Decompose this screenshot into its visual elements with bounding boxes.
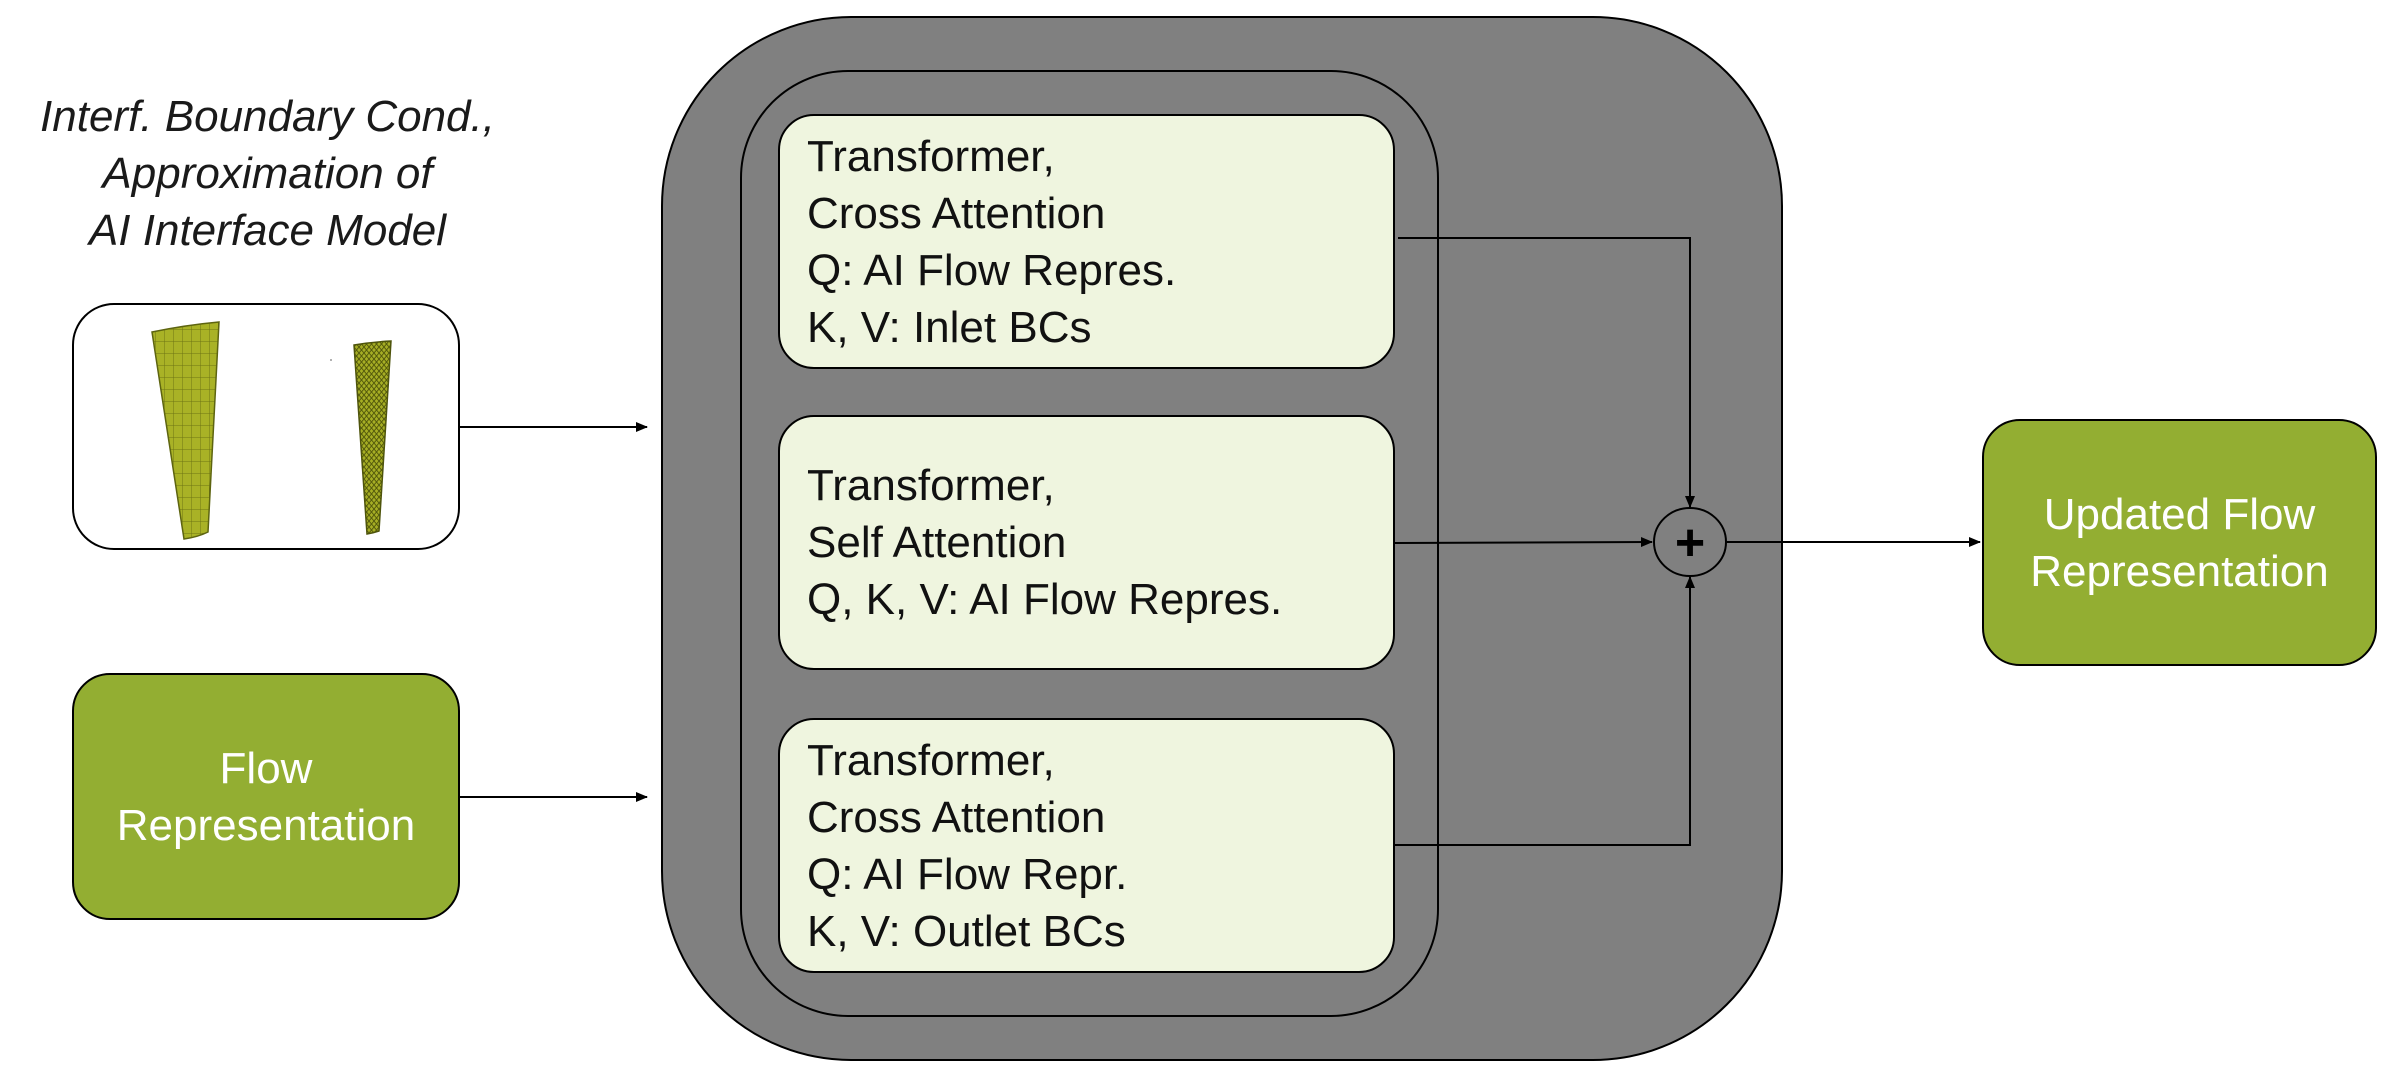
transformer-2-line-1: Transformer,	[807, 461, 1055, 510]
caption-line-3: AI Interface Model	[88, 206, 447, 255]
caption-line-2: Approximation of	[102, 149, 433, 198]
transformer-2-line-2: Self Attention	[807, 518, 1067, 567]
transformer-2-line-3: Q, K, V: AI Flow Repres.	[807, 575, 1283, 624]
updated-flow-line-2: Representation	[2030, 546, 2329, 596]
interface-mesh-image	[72, 303, 460, 550]
updated-flow-line-1: Updated Flow	[2043, 489, 2316, 539]
transformer-3-line-2: Cross Attention	[807, 792, 1106, 842]
cross-inlet-to-sum-arrow	[1398, 237, 1695, 508]
transformer-1-line-2: Cross Attention	[807, 188, 1106, 238]
transformer-cross-attention-inlet: Transformer, Cross Attention Q: AI Flow …	[778, 114, 1395, 369]
self-to-sum-arrow	[1394, 537, 1653, 548]
transformer-3-line-3: Q: AI Flow Repr.	[807, 849, 1128, 899]
flow-representation-box: Flow Representation	[72, 673, 460, 920]
flow-representation-line-2: Representation	[116, 800, 416, 850]
transformer-1-line-3: Q: AI Flow Repres.	[807, 245, 1177, 295]
transformer-self-attention: Transformer, Self Attention Q, K, V: AI …	[778, 415, 1395, 670]
transformer-1-line-4: K, V: Inlet BCs	[807, 302, 1092, 352]
cross-outlet-to-sum-arrow	[1395, 576, 1695, 846]
sum-node: +	[1653, 507, 1727, 577]
boundary-conditions-caption: Interf. Boundary Cond., Approximation of…	[0, 88, 535, 259]
blade-mesh-icon	[151, 321, 392, 540]
sum-symbol: +	[1675, 514, 1705, 572]
transformer-1-line-1: Transformer,	[807, 131, 1055, 181]
transformer-cross-attention-outlet: Transformer, Cross Attention Q: AI Flow …	[778, 718, 1395, 973]
transformer-3-line-1: Transformer,	[807, 735, 1055, 785]
updated-flow-representation-box: Updated Flow Representation	[1982, 419, 2377, 666]
transformer-3-line-4: K, V: Outlet BCs	[807, 906, 1126, 956]
flow-representation-line-1: Flow	[219, 743, 313, 793]
caption-line-1: Interf. Boundary Cond.,	[40, 92, 495, 141]
